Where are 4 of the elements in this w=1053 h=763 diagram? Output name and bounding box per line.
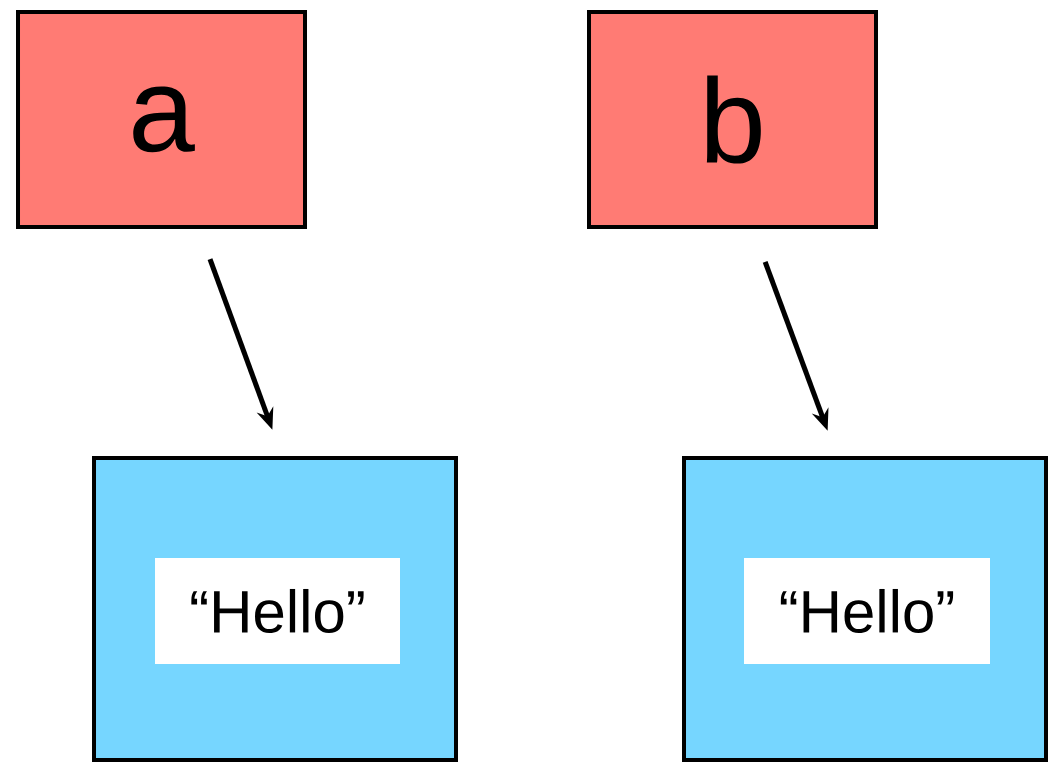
label-box: a bbox=[16, 10, 307, 229]
string-box: “Hello” bbox=[744, 558, 990, 664]
label-box: b bbox=[587, 10, 878, 229]
string-box: “Hello” bbox=[155, 558, 400, 664]
